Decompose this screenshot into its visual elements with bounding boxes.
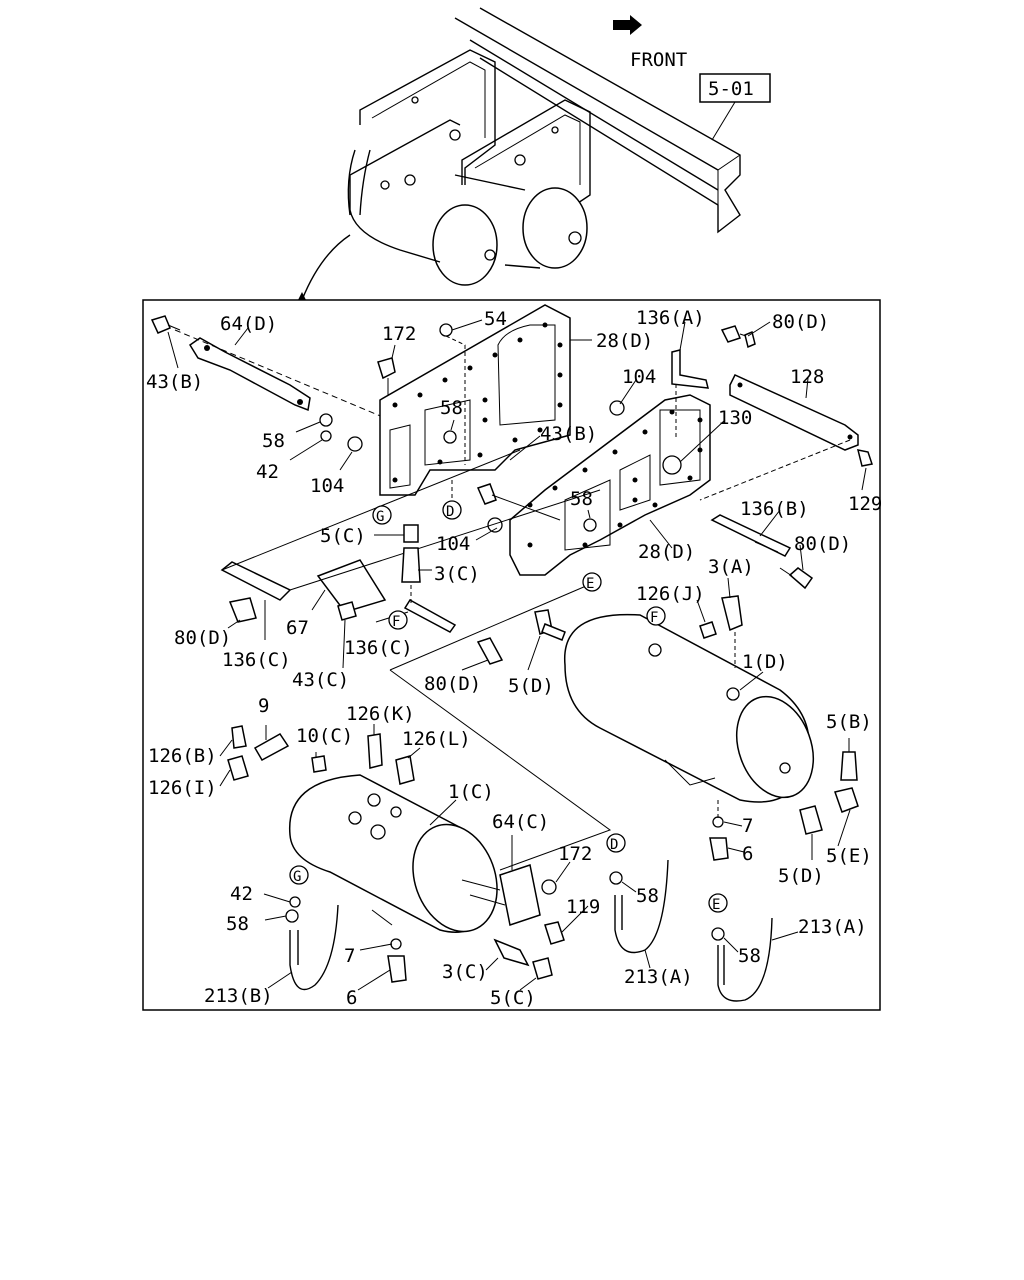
callouts: G D E F F G D E xyxy=(289,500,728,913)
part-label: 130 xyxy=(718,407,752,429)
callout-letter: F xyxy=(392,614,400,630)
part-label: 136(C) xyxy=(222,649,291,671)
part-label: 213(B) xyxy=(204,985,273,1007)
section-reference-label: 5-01 xyxy=(708,78,754,100)
front-arrow-icon xyxy=(613,15,642,35)
callout-letter: E xyxy=(586,576,594,592)
callout-circle xyxy=(606,833,626,853)
part-label: 126(K) xyxy=(346,703,415,725)
part-label: 64(D) xyxy=(220,313,277,335)
callout-circle xyxy=(442,500,462,520)
part-label: 1(D) xyxy=(742,651,788,673)
part-label: 126(I) xyxy=(148,777,217,799)
section-reference-box xyxy=(699,73,771,103)
exploded-parts xyxy=(150,304,873,1002)
callout-letter: G xyxy=(376,509,384,525)
label-leaders xyxy=(167,319,867,991)
part-label: 136(C) xyxy=(344,637,413,659)
front-label: FRONT xyxy=(630,49,687,71)
part-label: 58 xyxy=(636,885,659,907)
part-label: 7 xyxy=(742,815,753,837)
part-label: 172 xyxy=(558,843,592,865)
part-label: 104 xyxy=(310,475,344,497)
detail-frame xyxy=(142,299,881,1011)
part-label: 126(L) xyxy=(402,728,471,750)
part-label: 42 xyxy=(230,883,253,905)
part-label: 104 xyxy=(622,366,656,388)
part-label: 54 xyxy=(484,308,507,330)
part-label: 58 xyxy=(440,397,463,419)
part-label: 126(J) xyxy=(636,583,705,605)
part-label: 129 xyxy=(848,493,882,515)
part-label: 9 xyxy=(258,695,269,717)
part-label: 136(A) xyxy=(636,307,705,329)
part-label: 43(B) xyxy=(540,423,597,445)
callout-circle xyxy=(582,572,602,592)
callout-circle xyxy=(388,610,408,630)
part-label: 58 xyxy=(226,913,249,935)
part-label: 58 xyxy=(570,488,593,510)
part-label: 3(A) xyxy=(708,556,754,578)
part-label: 172 xyxy=(382,323,416,345)
part-label: 80(D) xyxy=(424,673,481,695)
part-label: 5(D) xyxy=(508,675,554,697)
part-label: 42 xyxy=(256,461,279,483)
part-label: 28(D) xyxy=(638,541,695,563)
callout-circle xyxy=(372,505,392,525)
part-label: 213(A) xyxy=(798,916,867,938)
part-label: 10(C) xyxy=(296,725,353,747)
overview-illustration xyxy=(298,7,741,301)
part-label: 58 xyxy=(262,430,285,452)
part-label: 58 xyxy=(738,945,761,967)
callout-circle xyxy=(708,893,728,913)
callout-circle xyxy=(646,606,666,626)
callout-circle xyxy=(289,865,309,885)
callout-letter: D xyxy=(446,504,454,520)
callout-letter: F xyxy=(650,610,658,626)
part-label: 126(B) xyxy=(148,745,217,767)
part-label: 3(C) xyxy=(442,961,488,983)
callout-letter: G xyxy=(293,869,301,885)
part-label: 136(B) xyxy=(740,498,809,520)
part-label: 5(D) xyxy=(778,865,824,887)
part-label: 5(C) xyxy=(490,987,536,1009)
part-label: 80(D) xyxy=(174,627,231,649)
ref-leader xyxy=(711,101,736,141)
part-label: 119 xyxy=(566,896,600,918)
part-label: 6 xyxy=(346,987,357,1009)
part-label: 43(C) xyxy=(292,669,349,691)
part-label: 5(E) xyxy=(826,845,872,867)
part-label: 7 xyxy=(344,945,355,967)
part-label: 104 xyxy=(436,533,470,555)
callout-letter: E xyxy=(712,897,720,913)
part-labels: 64(D) 43(B) 172 54 28(D) 136(A) 80(D) 12… xyxy=(146,307,882,1009)
part-label: 213(A) xyxy=(624,966,693,988)
part-label: 80(D) xyxy=(772,311,829,333)
part-label: 128 xyxy=(790,366,824,388)
part-label: 80(D) xyxy=(794,533,851,555)
part-label: 6 xyxy=(742,843,753,865)
part-label: 3(C) xyxy=(434,563,480,585)
part-label: 67 xyxy=(286,617,309,639)
part-label: 5(C) xyxy=(320,525,366,547)
part-label: 1(C) xyxy=(448,781,494,803)
callout-letter: D xyxy=(610,837,618,853)
part-label: 28(D) xyxy=(596,330,653,352)
part-label: 5(B) xyxy=(826,711,872,733)
part-label: 64(C) xyxy=(492,811,549,833)
part-label: 43(B) xyxy=(146,371,203,393)
